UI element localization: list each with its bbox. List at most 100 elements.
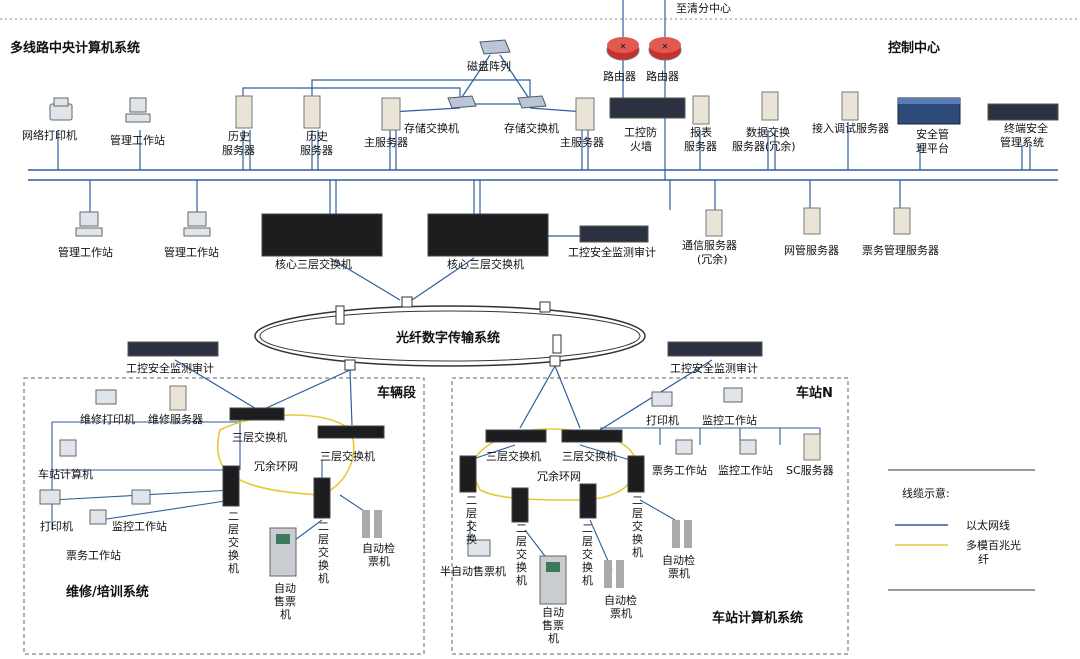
optical-ring <box>254 296 646 371</box>
server-icon[interactable] <box>803 433 821 461</box>
storage-switch-label: 存储交换机 <box>504 121 559 135</box>
half-tvm-label: 半自动售票机 <box>440 564 506 578</box>
l2-switch-icon[interactable] <box>511 487 529 523</box>
gate-label: 自动检票机 <box>662 553 695 580</box>
ics-audit-icon[interactable] <box>127 341 219 357</box>
core-switch-label: 核心三层交换机 <box>447 257 524 271</box>
mgmt-ws-label: 管理工作站 <box>58 245 113 259</box>
server-icon[interactable] <box>235 95 253 129</box>
l2-switch-label: 二层交换机 <box>228 510 239 575</box>
storage-switch-icon[interactable] <box>447 95 477 109</box>
core-switch-icon[interactable] <box>261 213 383 257</box>
printer-icon[interactable] <box>39 489 61 505</box>
security-platform-icon[interactable] <box>897 97 961 125</box>
printer-icon[interactable] <box>95 389 117 405</box>
ics-audit-label: 工控安全监测审计 <box>568 245 656 259</box>
half-tvm-icon[interactable] <box>467 539 491 557</box>
lower-device-drops <box>89 180 901 301</box>
server-icon[interactable] <box>692 95 710 125</box>
firewall-icon[interactable] <box>609 97 686 119</box>
monitor-ws-label: 监控工作站 <box>718 463 773 477</box>
access-server-label: 接入调试服务器 <box>812 122 889 135</box>
l3-switch-icon[interactable] <box>229 407 285 421</box>
workstation-icon[interactable] <box>183 211 211 237</box>
l3-switch-icon[interactable] <box>485 429 547 443</box>
svg-text:✕: ✕ <box>662 42 669 51</box>
workstation-icon[interactable] <box>75 211 103 237</box>
workstation-icon[interactable] <box>131 489 151 505</box>
l3-switch-icon[interactable] <box>317 425 385 439</box>
central-system-title: 多线路中央计算机系统 <box>10 40 140 56</box>
storage-switch-icon[interactable] <box>517 95 547 109</box>
data-exchange-label: 数据交换服务器(冗余) <box>732 125 796 153</box>
workstation-icon[interactable] <box>723 387 743 403</box>
server-icon[interactable] <box>803 207 821 235</box>
legend-ethernet: 以太网线 <box>966 518 1010 532</box>
l2-switch-icon[interactable] <box>627 455 645 493</box>
server-icon[interactable] <box>893 207 911 235</box>
core-switch-icon[interactable] <box>427 213 549 257</box>
legend <box>888 469 1035 591</box>
l2-switch-icon[interactable] <box>459 455 477 493</box>
workstation-icon[interactable] <box>89 509 107 525</box>
workstation-icon[interactable] <box>739 439 757 455</box>
router-icon[interactable]: ✕ <box>606 37 640 61</box>
router-icon[interactable]: ✕ <box>648 37 682 61</box>
server-icon[interactable] <box>575 97 595 131</box>
server-icon[interactable] <box>169 385 187 411</box>
server-icon[interactable] <box>705 209 723 237</box>
server-icon[interactable] <box>303 95 321 129</box>
l2-switch-label: 二层交换 <box>466 494 477 546</box>
ics-audit-icon[interactable] <box>667 341 763 357</box>
redundant-ring-label: 冗余环网 <box>537 469 581 483</box>
ics-audit-label: 工控安全监测审计 <box>126 361 214 375</box>
disk-array-icon[interactable] <box>479 39 511 55</box>
control-center-title: 控制中心 <box>888 40 940 56</box>
workstation-icon[interactable] <box>675 439 693 455</box>
station-pc-label: 车站计算机 <box>38 467 93 481</box>
l2-switch-icon[interactable] <box>313 477 331 519</box>
gate-icon[interactable] <box>672 520 692 548</box>
server-icon[interactable] <box>761 91 779 121</box>
workstation-icon[interactable] <box>125 97 151 123</box>
monitor-ws-label: 监控工作站 <box>702 413 757 427</box>
terminal-security-icon[interactable] <box>987 103 1059 121</box>
l2-switch-label: 二层交换机 <box>516 522 527 587</box>
hist-server-label: 历史服务器 <box>300 130 333 157</box>
server-icon[interactable] <box>381 97 401 131</box>
l2-switch-label: 二层交换机 <box>632 494 643 559</box>
ticket-ws-label: 票务工作站 <box>66 548 121 562</box>
network-printer-icon[interactable] <box>49 97 73 121</box>
server-icon[interactable] <box>841 91 859 121</box>
depot-links <box>51 420 371 541</box>
tvm-icon[interactable] <box>269 527 297 577</box>
monitor-ws-label: 监控工作站 <box>112 519 167 533</box>
l2-switch-icon[interactable] <box>222 465 240 507</box>
comm-server-label: 通信服务器(冗余) <box>682 239 737 266</box>
svg-text:✕: ✕ <box>620 42 627 51</box>
printer-label: 打印机 <box>646 413 679 427</box>
ics-audit-label: 工控安全监测审计 <box>670 361 758 375</box>
maint-printer-label: 维修打印机 <box>80 412 135 426</box>
router-label: 路由器 <box>646 69 679 83</box>
terminal-sec-label: 终端安全管理系统 <box>1000 121 1048 149</box>
report-server-label: 报表服务器 <box>684 125 717 153</box>
printer-label: 打印机 <box>40 519 73 533</box>
ics-audit-icon[interactable] <box>579 225 649 243</box>
to-clearing-label: 至清分中心 <box>676 2 731 15</box>
printer-icon[interactable] <box>651 391 673 407</box>
router-label: 路由器 <box>603 69 636 83</box>
l2-switch-icon[interactable] <box>579 483 597 519</box>
tvm-icon[interactable] <box>539 555 567 605</box>
storage-switch-label: 存储交换机 <box>404 121 459 135</box>
gate-label: 自动检票机 <box>362 541 395 568</box>
gate-icon[interactable] <box>362 510 382 538</box>
sec-mgmt-label: 安全管理平台 <box>916 127 949 155</box>
depot-title: 车辆段 <box>377 385 416 401</box>
l3-switch-icon[interactable] <box>561 429 623 443</box>
workstation-icon[interactable] <box>59 439 77 457</box>
tvm-label: 自动售票机 <box>274 582 296 621</box>
l3-switch-label: 三层交换机 <box>486 449 541 463</box>
mgmt-ws-label: 管理工作站 <box>164 245 219 259</box>
gate-icon[interactable] <box>604 560 624 588</box>
